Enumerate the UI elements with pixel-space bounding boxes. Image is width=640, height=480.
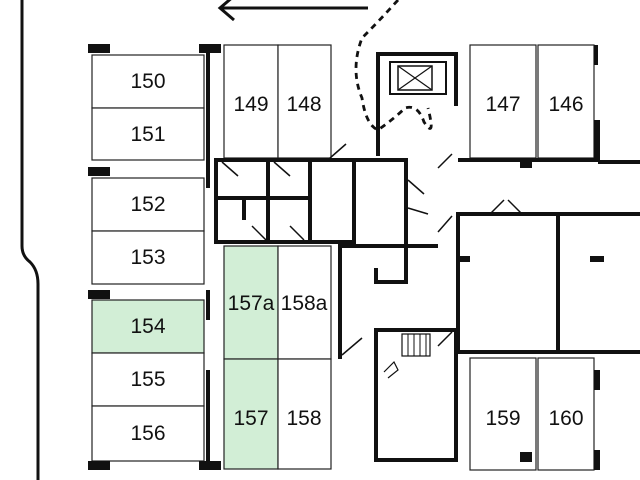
wall	[594, 450, 600, 470]
unit-label-152: 152	[130, 193, 165, 216]
wall	[206, 370, 210, 465]
unit-157a[interactable]	[223, 245, 279, 360]
unit-label-155: 155	[130, 368, 165, 391]
unit-label-149: 149	[233, 93, 268, 116]
wall-stub	[88, 167, 110, 176]
unit-label-146: 146	[548, 93, 583, 116]
unit-label-158: 158	[286, 407, 321, 430]
unit-146[interactable]	[537, 44, 595, 159]
unit-159[interactable]	[469, 357, 537, 471]
service-rooms	[214, 143, 356, 244]
unit-156[interactable]	[91, 405, 205, 462]
dashed-route-icon	[354, 0, 433, 132]
central-core	[338, 153, 453, 359]
wall	[594, 45, 598, 65]
unit-153[interactable]	[91, 230, 205, 285]
unit-160[interactable]	[537, 357, 595, 471]
wall-stub	[520, 452, 532, 462]
unit-label-158a: 158a	[281, 292, 328, 315]
wall-stub	[598, 160, 640, 164]
elevator-icon	[376, 52, 458, 156]
unit-label-157: 157	[233, 407, 268, 430]
wall	[206, 48, 210, 188]
unit-label-154: 154	[130, 315, 165, 338]
unit-147[interactable]	[469, 44, 537, 159]
unit-151[interactable]	[91, 107, 205, 161]
unit-158[interactable]	[277, 358, 332, 470]
wall-stub	[88, 44, 110, 53]
wall	[206, 290, 210, 320]
wall-stub	[88, 290, 110, 299]
unit-label-153: 153	[130, 246, 165, 269]
unit-label-148: 148	[286, 93, 321, 116]
unit-label-151: 151	[130, 123, 165, 146]
stairs-icon	[374, 328, 458, 462]
wall	[594, 370, 600, 390]
unit-155[interactable]	[91, 352, 205, 407]
outer-wall	[20, 0, 40, 480]
right-rooms	[456, 199, 640, 354]
unit-157[interactable]	[223, 358, 279, 470]
unit-label-160: 160	[548, 407, 583, 430]
arrow-left-icon	[217, 0, 368, 22]
unit-label-147: 147	[485, 93, 520, 116]
wall-stub	[88, 461, 110, 470]
unit-label-159: 159	[485, 407, 520, 430]
unit-label-157a: 157a	[228, 292, 275, 315]
wall	[594, 120, 600, 160]
wall-stub	[199, 461, 221, 470]
unit-158a[interactable]	[277, 245, 332, 360]
wall-stub	[520, 160, 532, 168]
unit-label-156: 156	[130, 422, 165, 445]
unit-label-150: 150	[130, 70, 165, 93]
unit-152[interactable]	[91, 177, 205, 232]
